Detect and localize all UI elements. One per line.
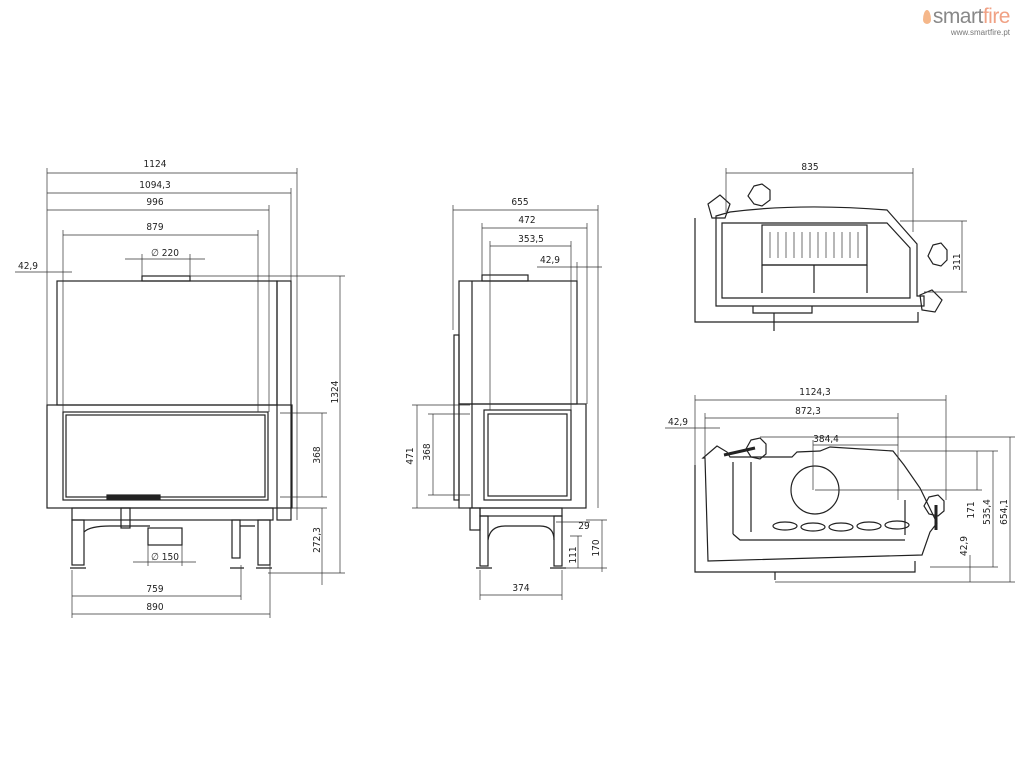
dim-glass-height: 368 (312, 446, 323, 463)
dim-height-368: 368 (422, 443, 433, 460)
dim-depth-655: 655 (511, 197, 528, 208)
dim-legs-759: 759 (146, 584, 163, 595)
dim-base-height: 272,3 (312, 527, 323, 553)
dim-depth-42: 42,9 (540, 255, 560, 266)
dim-width-872-3: 872,3 (795, 406, 821, 417)
dim-depth-311: 311 (952, 253, 963, 270)
flame-icon (922, 10, 931, 24)
dim-air-diameter: ∅ 150 (151, 552, 179, 563)
dim-171: 171 (966, 501, 977, 518)
brand-url: www.smartfire.pt (950, 28, 1010, 37)
dim-offset-42: 42,9 (668, 417, 688, 428)
dim-height-471: 471 (405, 447, 416, 464)
brand-logo: smartfire www.smartfire.pt (922, 6, 1011, 37)
dim-height-total: 1324 (330, 380, 341, 403)
dim-width-879: 879 (146, 222, 163, 233)
side-view: 655 472 353,5 42,9 471 368 29 111 170 37… (405, 197, 607, 600)
dim-width-1094: 1094,3 (139, 180, 170, 191)
top-view: 835 311 (694, 162, 967, 331)
dim-width-996: 996 (146, 197, 163, 208)
grate-slots (725, 168, 967, 293)
dim-42-9-vertical: 42,9 (959, 536, 970, 556)
dim-depth-472: 472 (518, 215, 535, 226)
dim-width-total: 1124 (144, 159, 167, 170)
dim-width-835: 835 (801, 162, 818, 173)
dim-legs-890: 890 (146, 602, 163, 613)
dim-flue-diameter: ∅ 220 (151, 248, 179, 259)
dim-29: 29 (578, 521, 590, 532)
dim-height-111: 111 (568, 546, 579, 563)
dim-width-384-4: 384,4 (813, 434, 839, 445)
dim-legs-374: 374 (512, 583, 529, 594)
dim-offset: 42,9 (18, 261, 38, 272)
dim-depth-353: 353,5 (518, 234, 544, 245)
dim-width-1124-3: 1124,3 (799, 387, 830, 398)
dim-height-170: 170 (591, 539, 602, 556)
front-view: 1124 1094,3 996 879 ∅ 220 42,9 1324 368 … (15, 159, 345, 618)
dim-535-4: 535,4 (982, 499, 993, 525)
plan-view: 1124,3 872,3 384,4 42,9 171 535,4 654,1 … (665, 387, 1015, 583)
dim-654-1: 654,1 (999, 499, 1010, 525)
